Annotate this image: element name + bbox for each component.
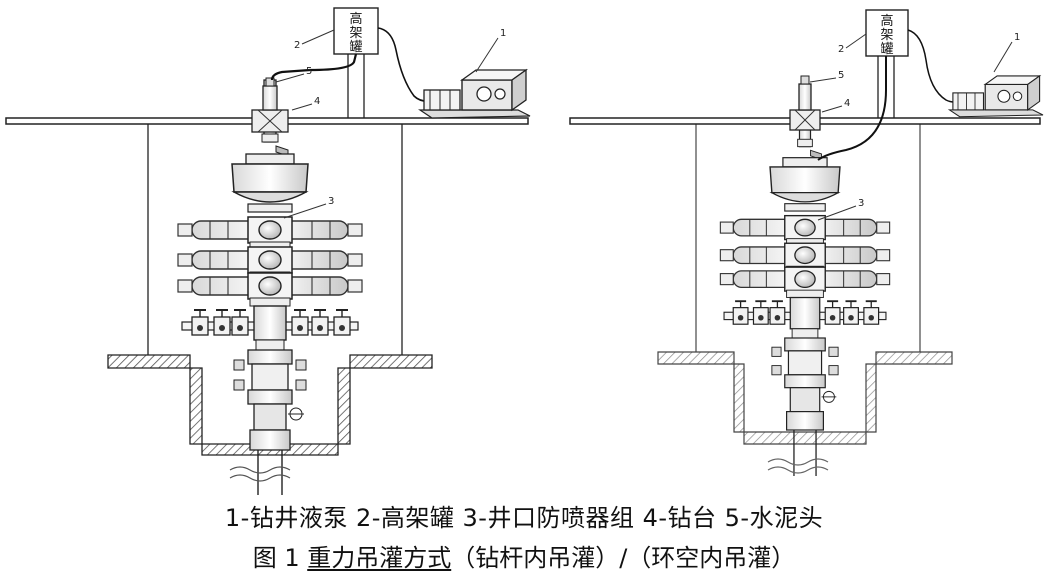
figure-caption: 图 1 重力吊灌方式（钻杆内吊灌）/（环空内吊灌） [0,538,1048,571]
caption-suffix: （钻杆内吊灌）/（环空内吊灌） [451,544,796,571]
callout-1: 1 [500,28,506,39]
tank-char: 架 [880,28,893,43]
callout-4: 4 [314,96,320,107]
right-panel-annulus-fill [569,9,1044,476]
tank-char: 架 [349,26,362,41]
mud-pump [948,75,1044,118]
figure-legend: 1-钻井液泵 2-高架罐 3-井口防喷器组 4-钻台 5-水泥头 [224,504,824,532]
tank-char: 罐 [880,42,893,57]
overhead-tank [865,9,909,57]
mud-pump [419,69,531,119]
fill-line [817,56,887,161]
callout-2: 2 [294,40,300,51]
tank-char: 高 [880,13,893,29]
left-panel-drillpipe-fill [5,7,531,495]
callout-4: 4 [844,98,850,109]
callout-2: 2 [838,44,844,55]
bop-stack [720,90,889,476]
cement-head [798,83,812,111]
fill-line [270,53,358,81]
overhead-tank [333,7,379,55]
callout-3: 3 [328,196,334,207]
cellar [107,354,433,456]
caption-title: 重力吊灌方式 [307,544,452,571]
tank-char: 罐 [349,40,362,55]
caption-prefix: 图 1 [252,544,308,571]
cellar [657,351,953,445]
tank-char: 高 [349,11,362,27]
callout-5: 5 [838,70,844,81]
bop-stack [178,80,362,495]
cement-head [262,85,278,111]
drilling-gravity-fill-diagram: 高 架 罐 高 架 罐 1 2 3 4 5 1 2 3 4 5 [5,7,1044,495]
callout-5: 5 [306,66,312,77]
callout-3: 3 [858,198,864,209]
callout-1: 1 [1014,32,1020,43]
